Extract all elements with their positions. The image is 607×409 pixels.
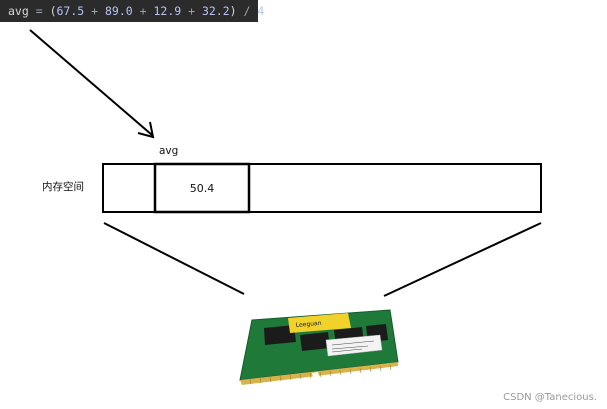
- code-token-close-paren: ): [229, 4, 237, 18]
- ram-stick-icon: Leeguan: [239, 309, 399, 385]
- code-snippet: avg = (67.5 + 89.0 + 12.9 + 32.2) / 4: [0, 0, 264, 22]
- projection-line-right: [383, 222, 542, 297]
- code-token-assign: =: [28, 4, 50, 18]
- pointer-arrow-head: [137, 121, 155, 139]
- memory-space-label: 内存空间: [42, 181, 84, 193]
- code-token-plus: +: [84, 4, 105, 18]
- avg-variable-label: avg: [159, 145, 179, 157]
- code-token-divide: /: [236, 4, 258, 18]
- pointer-arrow-line: [29, 29, 153, 136]
- code-token-open-paren: (: [49, 4, 57, 18]
- projection-line-left: [103, 222, 245, 295]
- avg-cell: [153, 162, 251, 214]
- code-token-number: 89.0: [104, 4, 133, 18]
- code-token-plus: +: [181, 4, 202, 18]
- csdn-watermark: CSDN @Tanecious.: [503, 392, 597, 403]
- code-token-variable: avg: [8, 4, 29, 18]
- code-token-number: 67.5: [56, 4, 85, 18]
- svg-text:Leeguan: Leeguan: [296, 320, 322, 329]
- memory-strip: [102, 163, 542, 213]
- code-token-number: 12.9: [153, 4, 182, 18]
- code-token-number: 32.2: [201, 4, 230, 18]
- code-token-number: 4: [257, 4, 265, 18]
- avg-cell-value: 50.4: [189, 181, 215, 195]
- code-token-plus: +: [132, 4, 154, 18]
